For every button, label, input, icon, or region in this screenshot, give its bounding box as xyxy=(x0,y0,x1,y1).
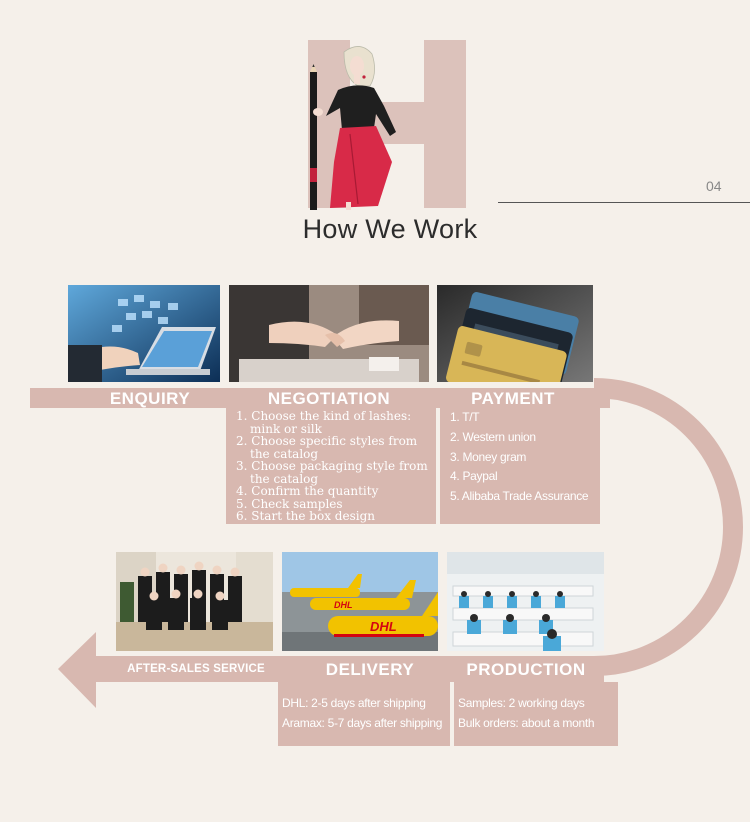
list-item: 5. Check samples xyxy=(236,496,343,511)
dhl-planes-photo: DHL DHL xyxy=(282,552,438,651)
step-label-delivery: DELIVERY xyxy=(325,660,415,679)
list-item: 1. Choose the kind of lashes: mink or si… xyxy=(236,409,412,436)
negotiation-steps-box: 1. Choose the kind of lashes: mink or si… xyxy=(226,408,436,524)
factory-workers-photo xyxy=(447,552,604,651)
list-item: 2. Choose specific styles from the catal… xyxy=(236,434,418,461)
list-item: 2. Western union xyxy=(450,429,536,444)
step-label-production: PRODUCTION xyxy=(466,660,586,679)
payment-methods-box: 1. T/T 2. Western union 3. Money gram 4.… xyxy=(440,408,600,524)
list-item: Aramax: 5-7 days after shipping xyxy=(282,715,443,730)
list-item: 4. Paypal xyxy=(450,469,498,484)
arrow-head-left xyxy=(58,632,96,708)
list-item: 6. Start the box design xyxy=(236,509,375,523)
step-label-negotiation: NEGOTIATION xyxy=(267,389,391,408)
team-photo xyxy=(116,552,273,651)
laptop-email-photo xyxy=(68,285,220,382)
svg-text:DHL: DHL xyxy=(334,600,353,610)
delivery-times-box: DHL: 2-5 days after shipping Aramax: 5-7… xyxy=(278,682,450,746)
credit-cards-photo xyxy=(437,285,593,382)
page-title: How We Work xyxy=(302,214,478,244)
header-divider xyxy=(498,202,750,203)
production-times-box: Samples: 2 working days Bulk orders: abo… xyxy=(454,682,618,746)
list-item: 3. Choose packaging style from the catal… xyxy=(236,459,428,486)
step-label-enquiry: ENQUIRY xyxy=(109,389,191,408)
page-number: 04 xyxy=(706,178,722,194)
svg-text:DHL: DHL xyxy=(370,619,397,634)
list-item: Samples: 2 working days xyxy=(458,696,585,710)
list-item: DHL: 2-5 days after shipping xyxy=(282,696,426,710)
handshake-photo xyxy=(229,285,429,382)
woman-with-pencil-illustration xyxy=(310,46,396,210)
list-item: 4. Confirm the quantity xyxy=(236,484,379,498)
list-item: 5. Alibaba Trade Assurance xyxy=(450,489,589,504)
step-label-payment: PAYMENT xyxy=(471,389,555,408)
list-item: Bulk orders: about a month xyxy=(458,715,595,730)
step-label-after-sales: AFTER-SALES SERVICE xyxy=(127,663,265,675)
list-item: 3. Money gram xyxy=(450,449,527,464)
list-item: 1. T/T xyxy=(450,410,480,424)
